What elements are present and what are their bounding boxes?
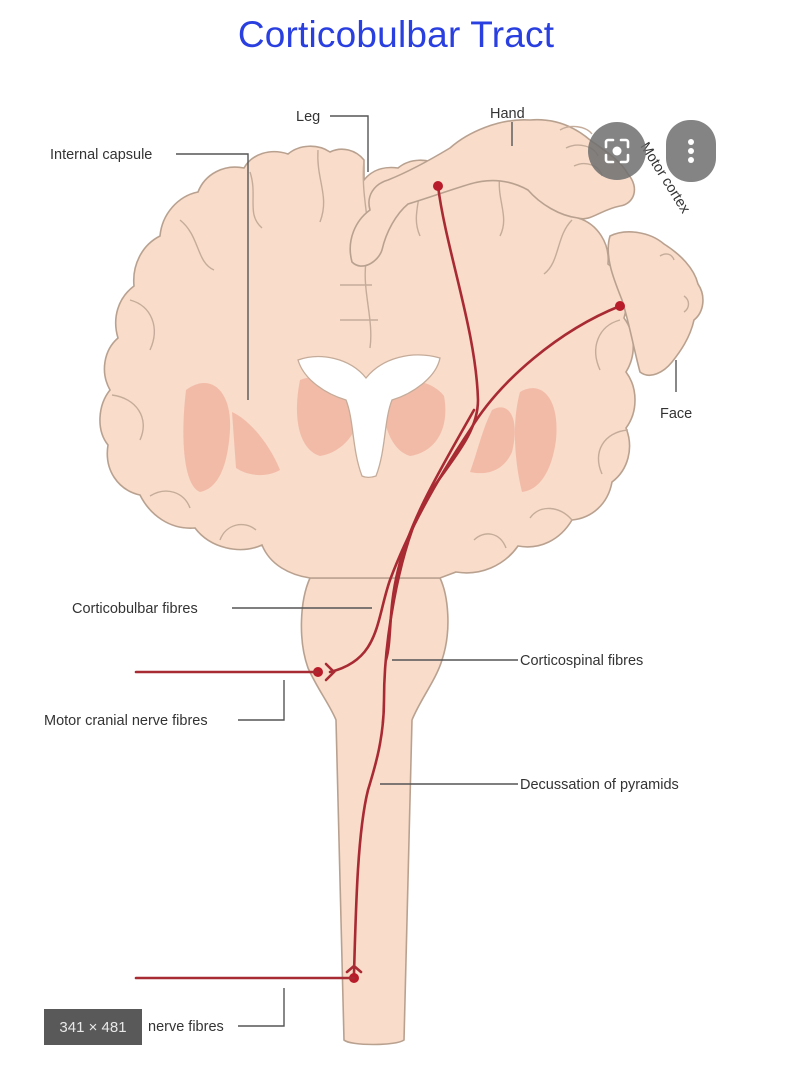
homunculus-arm-hand [349, 118, 636, 267]
label-internal-capsule: Internal capsule [50, 147, 152, 163]
google-lens-icon [604, 138, 630, 164]
more-options-button[interactable] [666, 120, 716, 182]
leader-lines [176, 115, 677, 1027]
synapse-chevron-cranial [324, 662, 336, 682]
label-corticospinal-fibres: Corticospinal fibres [520, 653, 643, 669]
page-title: Corticobulbar Tract [237, 14, 555, 55]
label-decussation-of-pyramids: Decussation of pyramids [520, 777, 679, 793]
synapse-chevron-spinal [345, 964, 363, 974]
lateral-ventricles [297, 354, 441, 479]
label-corticobulbar-fibres: Corticobulbar fibres [72, 601, 198, 617]
label-face: Face [660, 406, 692, 422]
corticobulbar-tract [328, 304, 622, 674]
label-lower-nerve-fibres: nerve fibres [148, 1019, 224, 1035]
spinal-cord [300, 577, 449, 1046]
corticospinal-tract-parallel [384, 408, 476, 662]
label-hand: Hand [490, 106, 525, 122]
gyri-folds [111, 149, 629, 549]
image-size-badge: 341 × 481 [44, 1009, 142, 1045]
homunculus-face-features [659, 253, 690, 313]
neuron-body-face [615, 301, 625, 311]
basal-nuclei [183, 376, 557, 492]
label-motor-cranial-nerve-fibres: Motor cranial nerve fibres [44, 713, 208, 729]
homunculus-face [607, 231, 704, 377]
neuron-body-hand [433, 181, 443, 191]
label-leg: Leg [296, 109, 320, 125]
corticospinal-tract [352, 184, 480, 976]
lens-search-button[interactable] [588, 122, 646, 180]
more-vertical-icon [688, 139, 694, 163]
